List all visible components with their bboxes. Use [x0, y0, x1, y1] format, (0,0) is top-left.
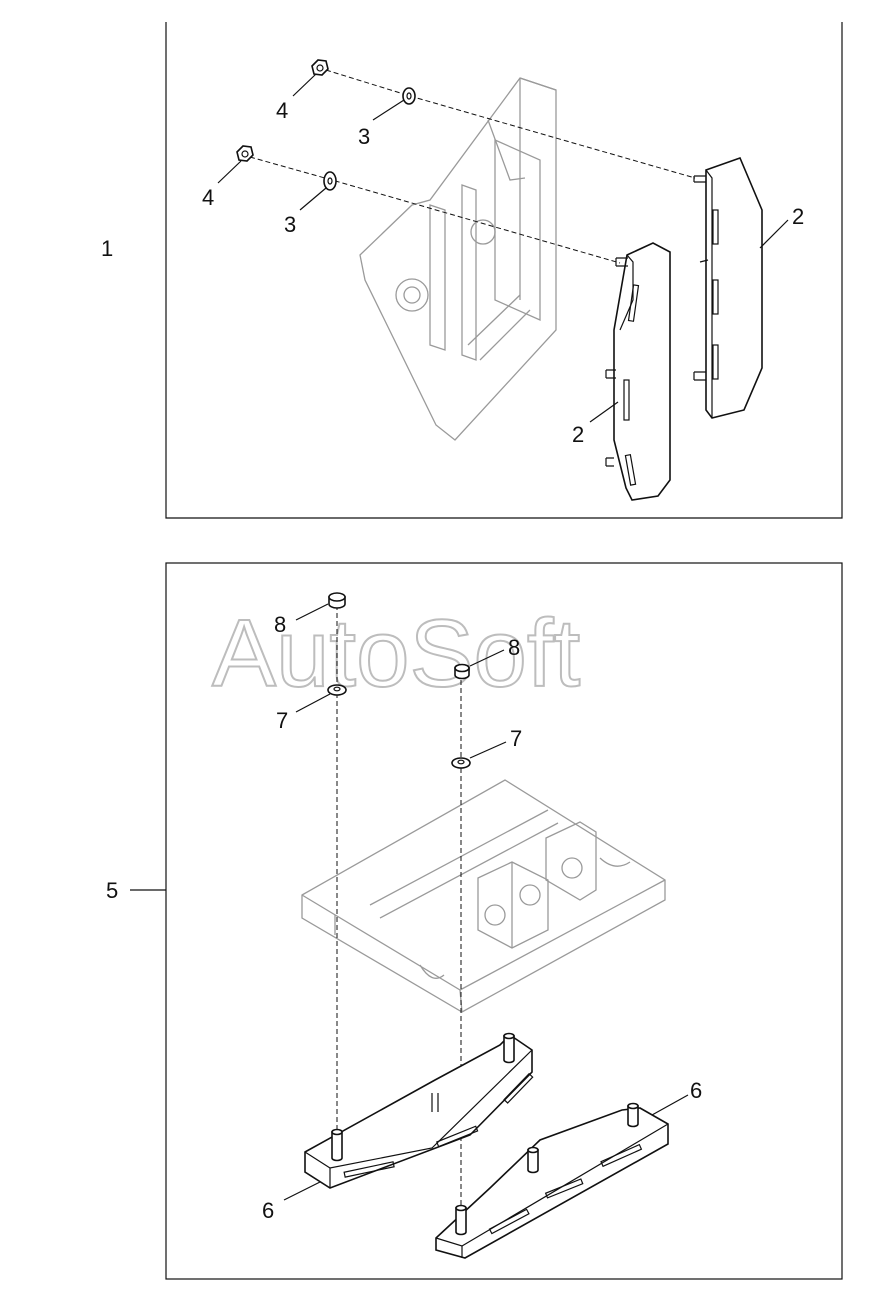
callout-8-left: 8 — [274, 612, 286, 637]
ghost-bracket-1 — [359, 77, 557, 441]
leader-6-left — [283, 1181, 321, 1201]
leader-4-upper — [292, 73, 317, 97]
callout-6-left: 6 — [262, 1198, 274, 1223]
leader-4-lower — [217, 160, 242, 184]
group-label-5: 5 — [106, 878, 118, 903]
washer-left — [327, 684, 347, 696]
nut-lower — [236, 145, 254, 162]
leader-8-left — [295, 603, 329, 621]
leader-3-upper — [372, 99, 405, 121]
leader-2-front — [589, 401, 619, 423]
frame-1 — [165, 22, 843, 519]
assembly-line-lower — [249, 156, 621, 264]
group-label-1: 1 — [101, 236, 113, 261]
callout-6-right: 6 — [690, 1078, 702, 1103]
assembly-line-upper — [325, 69, 696, 179]
leader-6-right — [651, 1094, 689, 1116]
watermark: AutoSoft — [212, 600, 580, 707]
spacer-left — [328, 592, 346, 609]
washer-upper — [402, 87, 416, 105]
callout-2-front: 2 — [572, 422, 584, 447]
nut-upper — [311, 59, 329, 76]
callout-3-upper: 3 — [358, 124, 370, 149]
callout-3-lower: 3 — [284, 212, 296, 237]
ghost-base-plate — [301, 779, 666, 1013]
assembly-5: 5 AutoSoft — [106, 562, 843, 1280]
callout-7-right: 7 — [510, 726, 522, 751]
frame-5 — [165, 562, 843, 1280]
callout-4-lower: 4 — [202, 185, 214, 210]
washer-lower — [323, 171, 337, 191]
callout-2-rear: 2 — [792, 204, 804, 229]
wear-plate-6-right — [435, 1102, 669, 1259]
assembly-1: 1 — [101, 22, 843, 519]
callout-8-right: 8 — [508, 635, 520, 660]
leader-8-right — [469, 649, 505, 667]
leader-7-left — [295, 693, 331, 713]
leader-2-rear — [759, 219, 789, 249]
leader-3-lower — [299, 187, 327, 211]
callout-4-upper: 4 — [276, 98, 288, 123]
wear-plate-rear — [693, 156, 763, 419]
callout-7-left: 7 — [276, 708, 288, 733]
spacer-right — [454, 663, 470, 680]
washer-right — [451, 757, 471, 769]
wear-plate-6-left — [304, 1032, 534, 1189]
wear-plate-front — [605, 242, 671, 501]
leader-7-right — [469, 741, 507, 759]
